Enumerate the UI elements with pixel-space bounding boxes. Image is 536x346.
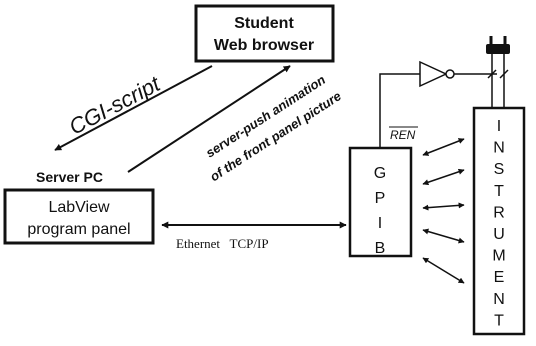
bus-arrow-2 bbox=[422, 168, 465, 186]
instrument-box bbox=[472, 106, 526, 336]
instrument-letter-5: R bbox=[493, 204, 505, 221]
server-push-arrow bbox=[127, 65, 291, 173]
cgi-script-label: CGI-script bbox=[65, 71, 165, 140]
instrument-letter-9: N bbox=[493, 291, 505, 308]
ethernet-label: Ethernet TCP/IP bbox=[176, 236, 269, 251]
gpib-letter-2: P bbox=[375, 190, 386, 207]
program-panel-label: program panel bbox=[27, 221, 130, 238]
student-label: Student bbox=[234, 15, 294, 32]
instrument-letter-4: T bbox=[494, 183, 504, 200]
student-browser-node: Student Web browser bbox=[194, 4, 335, 63]
student-browser-box bbox=[194, 4, 335, 63]
instrument-letter-10: T bbox=[494, 312, 504, 329]
instrument-letter-7: M bbox=[492, 248, 505, 265]
labview-label: LabView bbox=[48, 199, 110, 216]
labview-node: LabView program panel bbox=[3, 188, 155, 245]
inverter-bubble-icon bbox=[445, 69, 455, 79]
instrument-letter-3: S bbox=[494, 161, 505, 178]
web-browser-label: Web browser bbox=[214, 37, 314, 54]
inverter-gate-icon bbox=[419, 60, 448, 88]
labview-box bbox=[3, 188, 155, 245]
bus-arrow-4 bbox=[422, 228, 465, 244]
instrument-letter-6: U bbox=[493, 226, 505, 243]
server-pc-caption: Server PC bbox=[36, 169, 103, 185]
power-switch-mark-2 bbox=[499, 69, 509, 79]
cgi-script-arrow bbox=[54, 65, 213, 151]
ren-line bbox=[379, 73, 420, 148]
bus-arrow-1 bbox=[422, 138, 465, 156]
power-switch-mark-1 bbox=[487, 69, 497, 79]
bus-arrow-3 bbox=[422, 202, 465, 211]
gpib-letter-4: B bbox=[375, 240, 386, 257]
gpib-letter-3: I bbox=[378, 215, 382, 232]
instrument-letter-8: E bbox=[494, 269, 505, 286]
instrument-letter-2: N bbox=[493, 140, 505, 157]
gpib-letter-1: G bbox=[374, 165, 386, 182]
bus-arrow-5 bbox=[422, 257, 465, 284]
ren-label: REN bbox=[390, 128, 416, 142]
power-plug-icon bbox=[486, 36, 510, 108]
instrument-letter-1: I bbox=[497, 118, 501, 135]
